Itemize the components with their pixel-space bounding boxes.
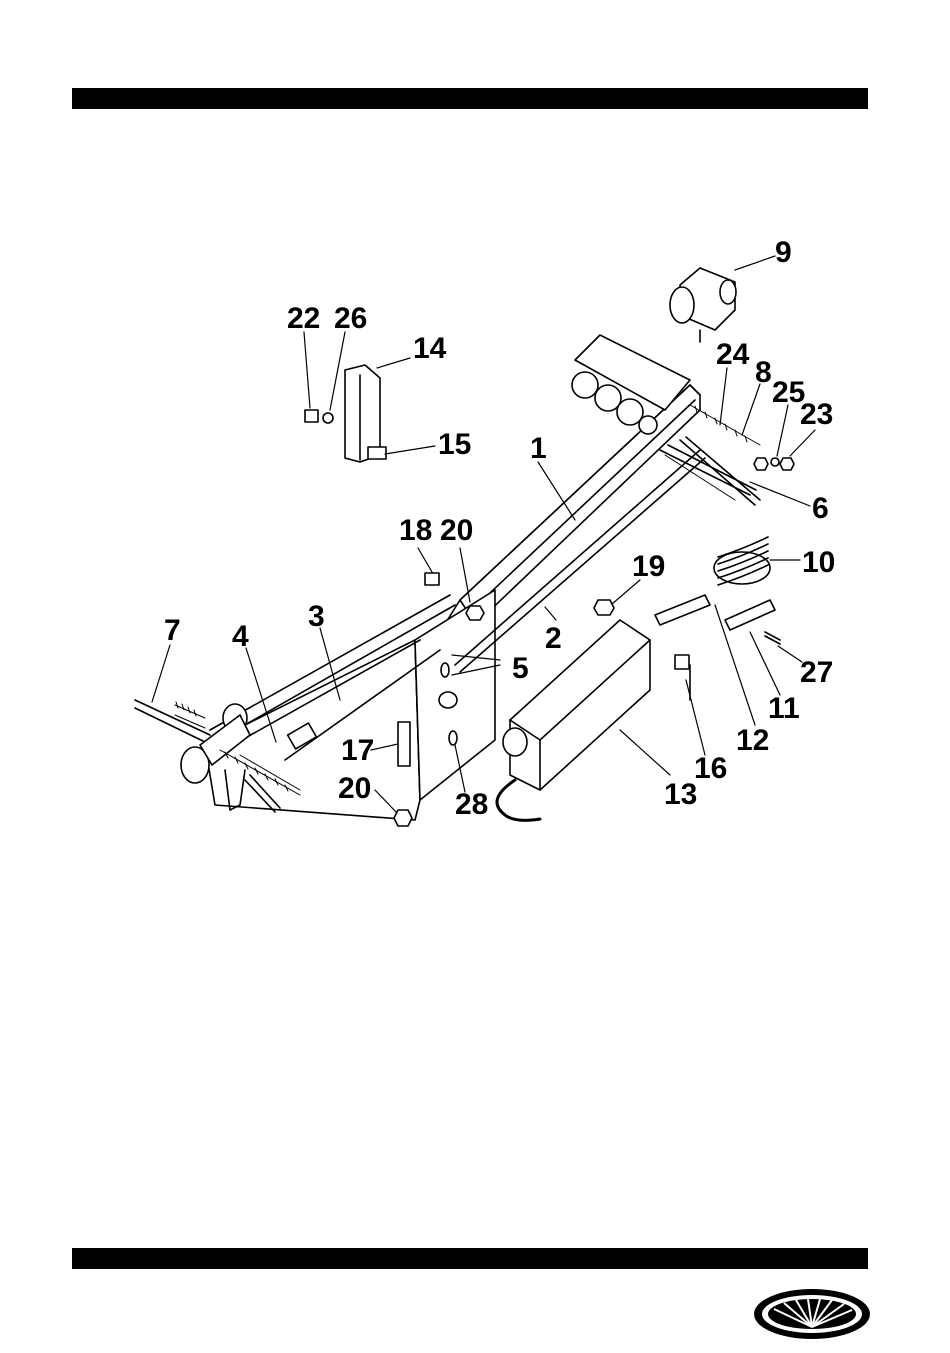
callout-c3: 3 bbox=[308, 600, 325, 633]
sunburst-oval-logo-icon bbox=[752, 1287, 872, 1341]
footer-rule bbox=[72, 1248, 868, 1269]
callout-c17: 17 bbox=[341, 734, 374, 767]
plate-parts bbox=[655, 595, 780, 644]
callout-c16: 16 bbox=[694, 752, 727, 785]
callout-c5: 5 bbox=[512, 652, 529, 685]
spring-part bbox=[714, 537, 770, 585]
callout-c20a: 20 bbox=[440, 514, 473, 547]
callout-c27: 27 bbox=[800, 656, 833, 689]
callout-c14: 14 bbox=[413, 332, 447, 365]
callout-c11: 11 bbox=[768, 692, 800, 725]
callout-c8: 8 bbox=[755, 356, 772, 389]
callout-c10: 10 bbox=[802, 546, 835, 579]
callout-c4: 4 bbox=[232, 620, 249, 653]
callout-c19: 19 bbox=[632, 550, 665, 583]
callout-c15: 15 bbox=[438, 428, 471, 461]
callout-c24: 24 bbox=[716, 338, 750, 371]
callout-c25: 25 bbox=[772, 376, 805, 409]
callout-c2: 2 bbox=[545, 622, 562, 655]
actuator-part bbox=[497, 620, 650, 820]
callout-c13: 13 bbox=[664, 778, 697, 811]
callout-c26: 26 bbox=[334, 302, 367, 335]
callout-c7: 7 bbox=[164, 614, 181, 647]
callout-c1: 1 bbox=[530, 432, 547, 465]
callout-c12: 12 bbox=[736, 724, 769, 757]
callout-c22: 22 bbox=[287, 302, 320, 335]
callout-c20b: 20 bbox=[338, 772, 371, 805]
callout-c6: 6 bbox=[812, 492, 829, 525]
callout-c18: 18 bbox=[399, 514, 432, 547]
callout-c28: 28 bbox=[455, 788, 488, 821]
callout-c9: 9 bbox=[775, 236, 792, 269]
fitting-part bbox=[670, 268, 736, 342]
bracket-part bbox=[305, 365, 386, 462]
